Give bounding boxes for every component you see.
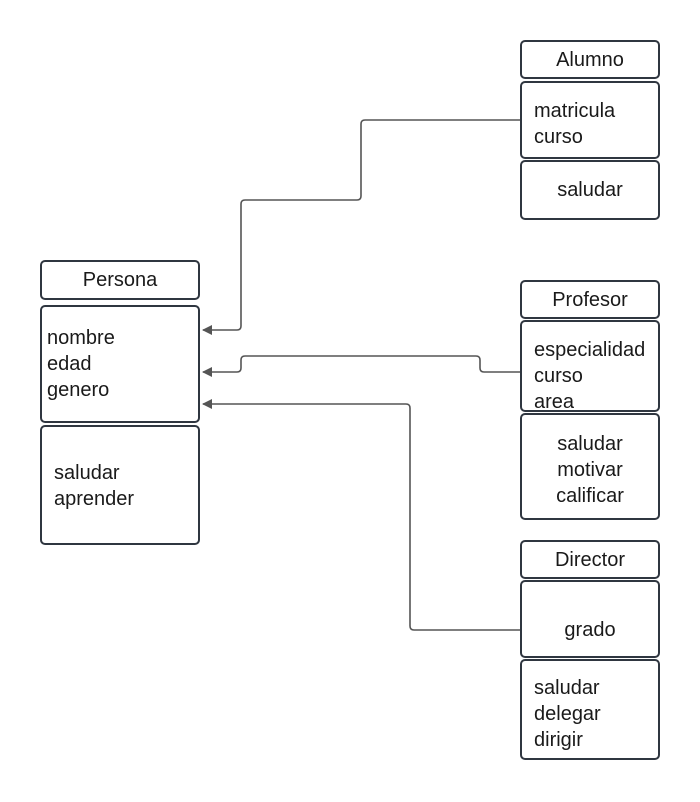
profesor-attribute: area: [534, 391, 575, 413]
alumno-attribute: matricula: [534, 100, 616, 122]
profesor-attribute: especialidad: [534, 339, 646, 361]
persona-method: saludar: [54, 462, 120, 484]
alumno-name-box[interactable]: Alumno: [520, 40, 660, 79]
director-name-box[interactable]: Director: [520, 540, 660, 579]
director-name: Director: [554, 548, 625, 571]
persona-attribute: nombre: [47, 327, 115, 349]
director-method: delegar: [534, 703, 601, 725]
connector-director-persona: [202, 399, 520, 631]
profesor-method: motivar: [557, 459, 623, 481]
persona-attribute: edad: [47, 353, 92, 375]
persona-attributes-box[interactable]: nombre edad genero: [40, 305, 200, 423]
alumno-methods-box[interactable]: saludar: [520, 160, 660, 220]
director-method: dirigir: [534, 729, 583, 751]
persona-name: Persona: [82, 269, 158, 291]
alumno-attribute: curso: [534, 126, 583, 148]
profesor-name-box[interactable]: Profesor: [520, 280, 660, 319]
persona-method: aprender: [54, 488, 135, 510]
persona-name-box[interactable]: Persona: [40, 260, 200, 300]
director-attributes-box[interactable]: grado: [520, 580, 660, 658]
profesor-name: Profesor: [552, 288, 628, 311]
profesor-attributes-box[interactable]: especialidad curso area: [520, 320, 660, 413]
profesor-method: calificar: [556, 485, 624, 507]
profesor-method: saludar: [557, 433, 623, 455]
profesor-attribute: curso: [534, 365, 583, 387]
alumno-method: saludar: [557, 179, 623, 201]
persona-attribute: genero: [47, 379, 110, 401]
director-methods-box[interactable]: saludar delegar dirigir: [520, 659, 660, 760]
director-attribute: grado: [564, 619, 616, 641]
persona-methods-box[interactable]: saludar aprender: [40, 425, 200, 545]
profesor-methods-box[interactable]: saludar motivar calificar: [520, 413, 660, 520]
director-method: saludar: [534, 677, 600, 699]
alumno-name: Alumno: [556, 48, 624, 71]
alumno-attributes-box[interactable]: matricula curso: [520, 81, 660, 159]
connector-profesor-persona: [202, 355, 520, 377]
connector-alumno-persona: [202, 119, 520, 335]
